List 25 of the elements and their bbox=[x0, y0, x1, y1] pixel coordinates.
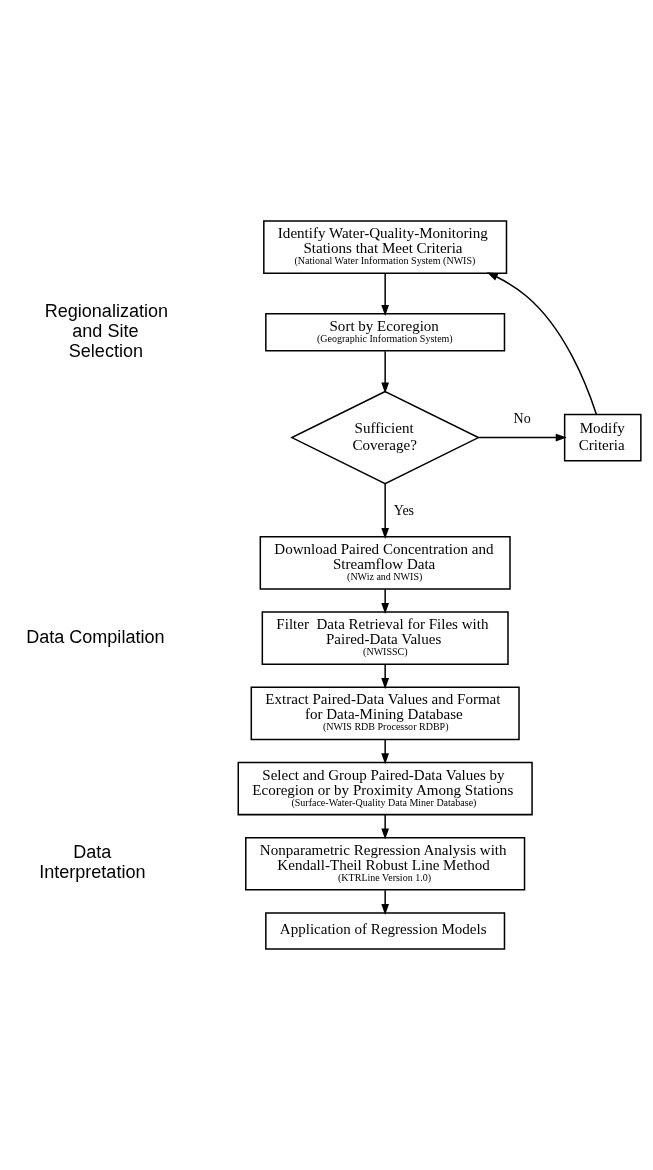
arrow bbox=[381, 663, 390, 690]
arrow bbox=[381, 738, 390, 765]
node-box: Application of Regression Models bbox=[265, 912, 506, 950]
arrow bbox=[381, 889, 390, 916]
arrow bbox=[381, 588, 390, 614]
arrow bbox=[381, 350, 390, 394]
node-diamond: Sufficient Coverage? bbox=[290, 390, 481, 485]
node-box: Sort by Ecoregion (Geographic Information System) bbox=[265, 313, 506, 352]
node-box: Select and Group Paired-Data Values by Ecoregion or by Proximity Among Stations (Surface-Water-Quality Data Miner Database) bbox=[237, 761, 533, 816]
arrow bbox=[477, 433, 567, 442]
node-box: Download Paired Concentration and Streamflow Data (NWiz and NWIS) bbox=[259, 536, 511, 590]
label: Data Interpretation bbox=[39, 842, 146, 883]
arrow bbox=[486, 272, 598, 416]
label: Regionalization and Site Selection bbox=[44, 300, 169, 361]
node-box: Nonparametric Regression Analysis with Kendall-Theil Robust Line Method (KTRLine Version 1.0) bbox=[245, 836, 526, 891]
edge-label: No bbox=[513, 410, 531, 427]
arrow bbox=[381, 272, 390, 316]
label: Data Compilation bbox=[26, 626, 165, 647]
node-box: Filter Data Retrieval for Files with Paired-Data Values (NWISSC) bbox=[261, 611, 509, 665]
node-box: Modify Criteria bbox=[563, 413, 642, 462]
arrow bbox=[381, 814, 390, 840]
node-box: Identify Water-Quality-Monitoring Stations that Meet Criteria (National Water Information System (NWIS) bbox=[263, 220, 508, 274]
edge-label: Yes bbox=[393, 501, 415, 518]
arrow bbox=[381, 483, 390, 540]
node-box: Extract Paired-Data Values and Format for Data-Mining Database (NWIS RDB Processor RDBP) bbox=[250, 686, 520, 741]
